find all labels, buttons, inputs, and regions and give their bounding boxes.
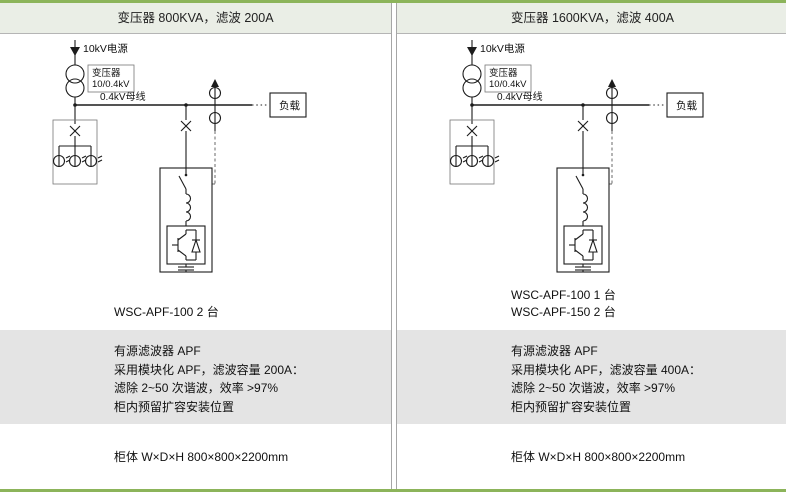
panel-title: 变压器 1600KVA，滤波 400A xyxy=(397,3,786,34)
apf-specs: 有源滤波器 APF 采用模块化 APF，滤波容量 200A： 滤除 2~50 次… xyxy=(0,330,391,424)
spec-line: 采用模块化 APF，滤波容量 200A： xyxy=(114,362,305,377)
spec-line: 有源滤波器 APF xyxy=(511,344,598,358)
panel-title: 变压器 800KVA，滤波 200A xyxy=(0,3,391,34)
top-accent-line xyxy=(0,0,786,3)
single-line-diagram: 10kV电源 变压器 10/0.4kV xyxy=(0,34,391,286)
panel-columns: 变压器 800KVA，滤波 200A 10kV电源 xyxy=(0,3,786,489)
single-line-diagram xyxy=(397,34,786,286)
apf-model-line: WSC-APF-100 1 台 xyxy=(511,288,616,302)
apf-model-line: WSC-APF-100 2 台 xyxy=(114,305,219,319)
panel-800kva: 变压器 800KVA，滤波 200A 10kV电源 xyxy=(0,3,392,489)
single-line-diagram-svg: 10kV电源 变压器 10/0.4kV xyxy=(52,39,307,273)
apf-model-line: WSC-APF-150 2 台 xyxy=(511,305,616,319)
spec-line: 柜内预留扩容安装位置 xyxy=(114,399,235,414)
spec-line: 有源滤波器 APF xyxy=(114,344,201,358)
bottom-accent-line xyxy=(0,489,786,492)
apf-model-list: WSC-APF-100 2 台 xyxy=(0,286,391,330)
cabinet-size: 柜体 W×D×H 800×800×2200mm xyxy=(511,450,686,464)
panel-1600kva: 变压器 1600KVA，滤波 400A WSC-APF-100 1 台 WSC-… xyxy=(396,3,786,489)
apf-specs: 有源滤波器 APF 采用模块化 APF，滤波容量 400A： 滤除 2~50 次… xyxy=(397,330,786,424)
single-line-diagram-svg xyxy=(449,39,704,273)
spec-line: 滤除 2~50 次谐波，效率 >97% xyxy=(114,381,279,395)
spec-line: 采用模块化 APF，滤波容量 400A： xyxy=(511,362,702,377)
apf-model-list: WSC-APF-100 1 台 WSC-APF-150 2 台 xyxy=(397,286,786,330)
spec-line: 滤除 2~50 次谐波，效率 >97% xyxy=(511,381,676,395)
spec-line: 柜内预留扩容安装位置 xyxy=(511,399,632,414)
cabinet-size: 柜体 W×D×H 800×800×2200mm xyxy=(114,450,289,464)
